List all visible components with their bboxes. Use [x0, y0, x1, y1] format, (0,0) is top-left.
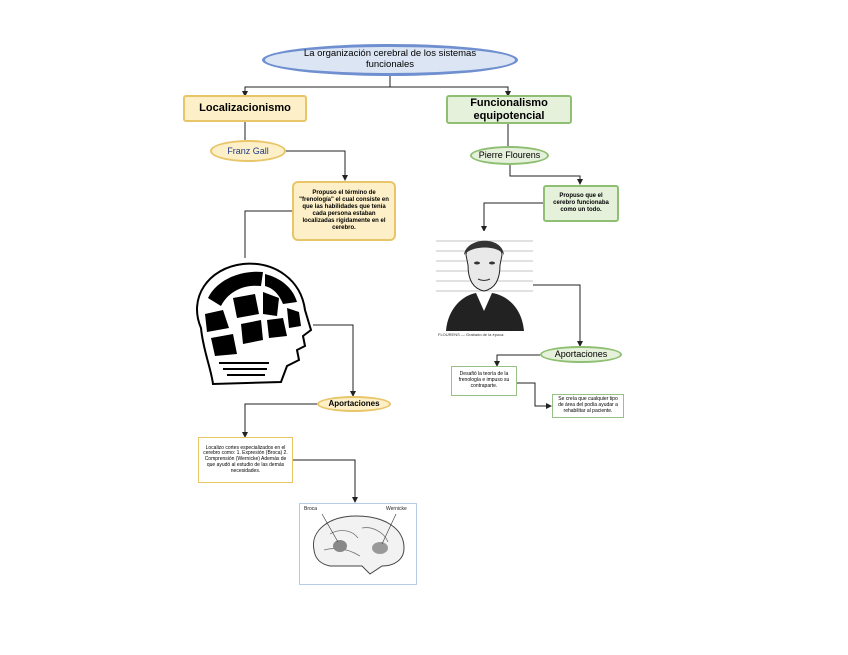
author-franz-gall: Franz Gall: [210, 140, 286, 162]
diagram-title: La organización cerebral de los sistemas…: [262, 44, 518, 76]
phrenology-head-image: [196, 262, 313, 386]
flourens-portrait: FLOURENS — Grabado de la época.: [436, 231, 533, 341]
contributions-label-right: Aportaciones: [540, 346, 622, 363]
author-pierre-flourens: Pierre Flourens: [470, 146, 549, 165]
contributions-label-left: Aportaciones: [317, 396, 391, 412]
portrait-caption: FLOURENS — Grabado de la época.: [438, 332, 505, 337]
brain-drawing: [313, 513, 405, 575]
contributions-text-left: Localizo cortes especializados en el cer…: [198, 437, 293, 483]
brain-areas-image: Broca Wernicke: [299, 503, 417, 585]
brain-label-wernicke: Wernicke: [386, 506, 407, 512]
contribution-1-right: Desafió la teoría de la frenología e imp…: [451, 366, 517, 396]
contribution-2-right: Se creía que cualquier tipo de área del …: [552, 394, 624, 418]
portrait-drawing: [436, 231, 533, 331]
heading-funcionalismo: Funcionalismo equipotencial: [446, 95, 572, 124]
heading-localizacionismo: Localizacionismo: [183, 95, 307, 122]
brain-label-broca: Broca: [304, 506, 318, 512]
description-todo: Propuso que el cerebro funcionaba como u…: [543, 185, 619, 222]
description-frenologia: Propuso el término de "frenología" el cu…: [292, 181, 396, 241]
